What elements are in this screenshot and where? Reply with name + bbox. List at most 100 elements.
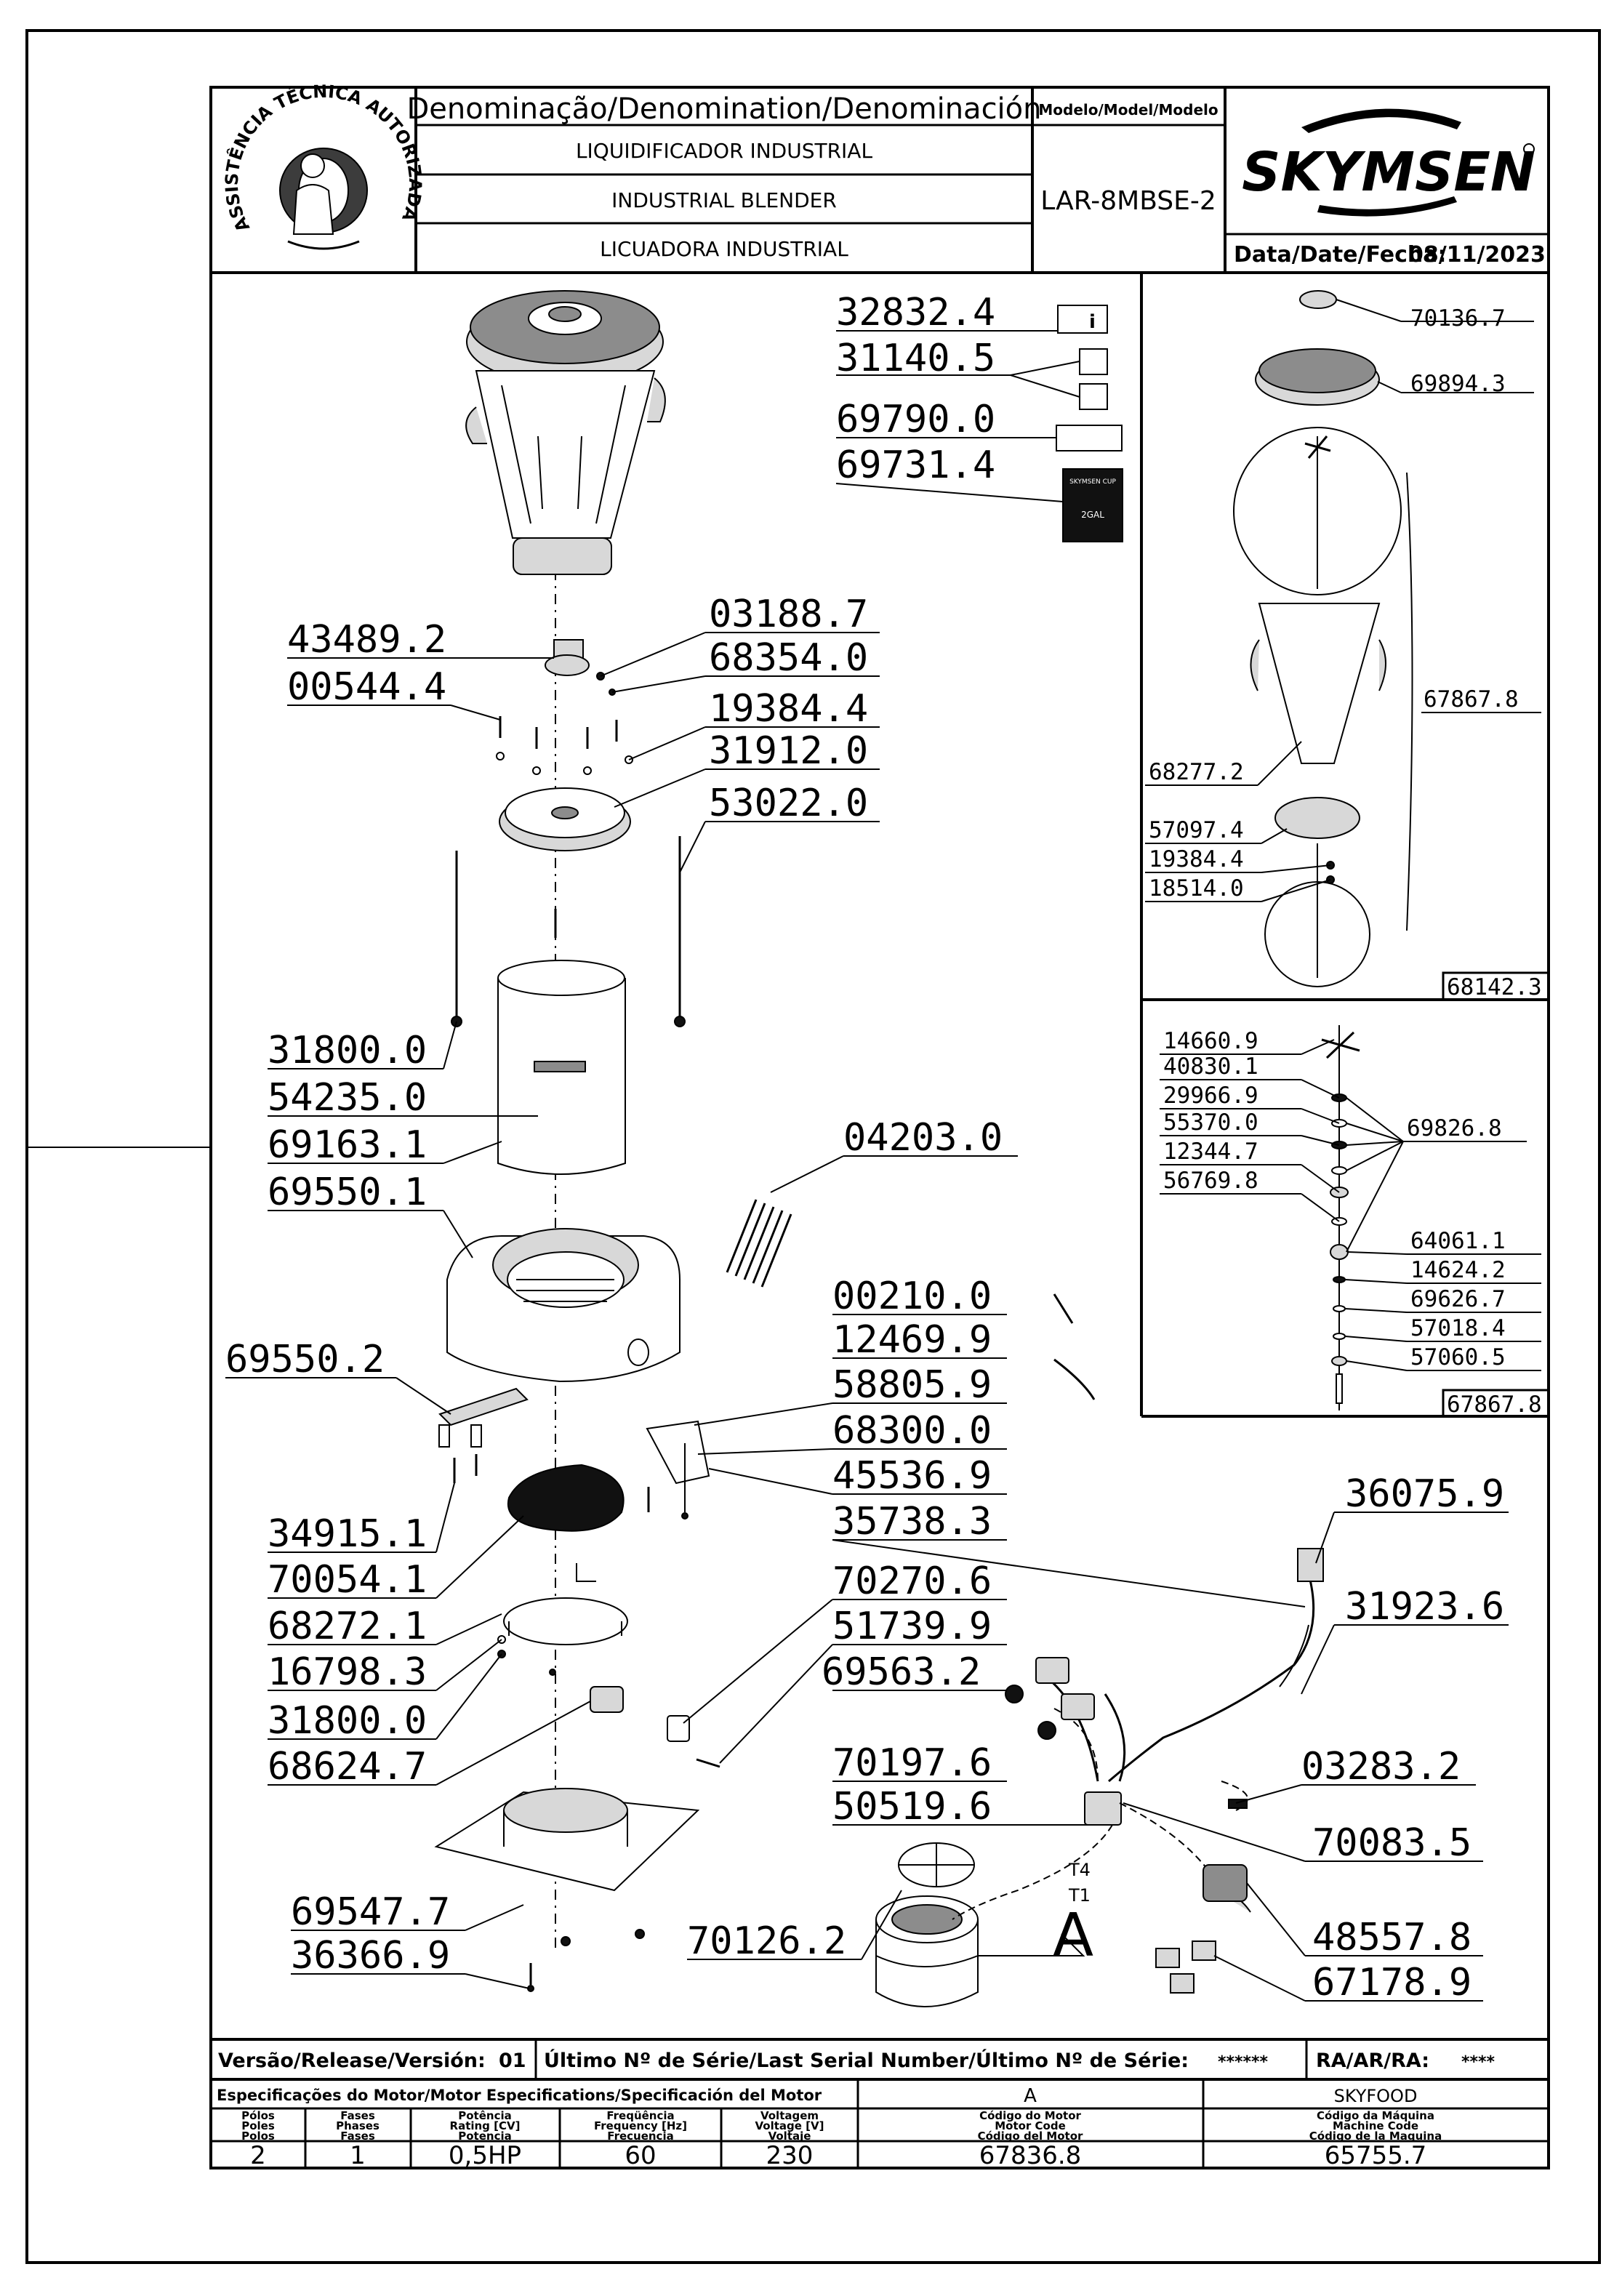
footer-table: Versão/Release/Versión: 01 Último Nº de …	[211, 2038, 1549, 2170]
panel-1-drawing	[1233, 290, 1413, 987]
part-48557-8: 48557.8	[1312, 1916, 1472, 1959]
hdr-phases-1: Fases	[340, 2109, 375, 2122]
part-57060-5: 57060.5	[1410, 1344, 1506, 1370]
box2-code: 67867.8	[1447, 1392, 1542, 1418]
detail-panels: 68142.3 67867.8	[1140, 273, 1550, 1418]
wire-t1-label: T1	[1068, 1885, 1091, 1906]
part-31923-6: 31923.6	[1345, 1585, 1504, 1629]
part-31912-0: 31912.0	[709, 729, 868, 773]
part-31800-0-b: 31800.0	[268, 1699, 427, 1743]
hdr-power-3: Potencia	[458, 2130, 511, 2143]
part-00544-4: 00544.4	[287, 665, 446, 709]
serial-value: ******	[1218, 2053, 1269, 2071]
val-machine-code: 65755.7	[1325, 2141, 1427, 2170]
hdr-motor-code-2: Motor Code	[995, 2119, 1066, 2132]
brand-name: SKYMSEN	[1242, 141, 1535, 204]
val-frequency: 60	[625, 2141, 656, 2170]
hdr-phases-3: Fases	[340, 2130, 375, 2143]
date-label: Data/Date/Fecha:	[1234, 242, 1447, 268]
part-55370-0: 55370.0	[1163, 1109, 1258, 1136]
top-plate	[499, 787, 631, 851]
inner-border	[209, 86, 1550, 2169]
part-69790-0: 69790.0	[836, 398, 995, 441]
exploded-view: i SKYMSEN CUP 2GAL	[434, 290, 1324, 2007]
part-32832-4: 32832.4	[836, 291, 995, 334]
serial-label: Último Nº de Série/Last Serial Number/Úl…	[544, 2049, 1189, 2072]
part-70083-5: 70083.5	[1312, 1821, 1472, 1865]
denomination-label: Denominação/Denomination/Denominación	[406, 92, 1041, 126]
part-69163-1: 69163.1	[268, 1123, 427, 1167]
doc-icons: i SKYMSEN CUP 2GAL	[1056, 305, 1123, 542]
part-19384-4-detail: 19384.4	[1149, 846, 1244, 872]
box1-code: 68142.3	[1447, 974, 1542, 1000]
part-19384-4: 19384.4	[709, 687, 868, 731]
part-64061-1: 64061.1	[1410, 1228, 1506, 1254]
part-68300-0: 68300.0	[832, 1409, 992, 1453]
hdr-machine-code-1: Código da Máquina	[1317, 2109, 1434, 2122]
part-68272-1: 68272.1	[268, 1605, 427, 1648]
part-67867-8-a: 67867.8	[1424, 686, 1519, 713]
part-56769-8: 56769.8	[1163, 1168, 1258, 1194]
view-a-arrow	[978, 1933, 1085, 1956]
panel-2-drawing	[1321, 1025, 1360, 1410]
jar-cup	[465, 370, 666, 575]
part-54235-0: 54235.0	[268, 1076, 427, 1120]
part-57018-4: 57018.4	[1410, 1315, 1506, 1341]
part-70197-6: 70197.6	[832, 1741, 992, 1785]
hdr-poles-2: Poles	[241, 2119, 275, 2132]
base-housing	[446, 1228, 680, 1383]
hdr-freq-3: Frecuencia	[607, 2130, 673, 2143]
info-icon: i	[1089, 311, 1096, 333]
hdr-power-2: Rating [CV]	[450, 2119, 521, 2132]
part-35738-3: 35738.3	[832, 1500, 992, 1544]
hdr-poles-1: Pólos	[241, 2109, 275, 2122]
part-58805-9: 58805.9	[832, 1363, 992, 1407]
release-value: 01	[499, 2050, 526, 2072]
hdr-phases-2: Phases	[336, 2119, 380, 2132]
capacitor	[549, 1669, 720, 1768]
motor	[875, 1842, 979, 2007]
hdr-machine-code-2: Machine Code	[1333, 2119, 1418, 2132]
title-block: Denominação/Denomination/Denominación LI…	[211, 81, 1549, 274]
hdr-power-1: Potência	[458, 2109, 511, 2122]
part-50519-6: 50519.6	[832, 1785, 992, 1829]
ra-label: RA/AR/RA:	[1316, 2050, 1429, 2072]
part-31140-5: 31140.5	[836, 337, 995, 380]
part-36366-9: 36366.9	[291, 1934, 450, 1978]
screws	[496, 716, 633, 775]
part-00210-0: 00210.0	[832, 1275, 992, 1318]
part-69626-7: 69626.7	[1410, 1286, 1506, 1312]
part-18514-0: 18514.0	[1149, 875, 1244, 902]
sticker-capacity: 2GAL	[1081, 510, 1104, 520]
part-68277-2: 68277.2	[1149, 759, 1244, 785]
switch-bracket	[646, 1420, 710, 1520]
part-68354-0: 68354.0	[709, 636, 868, 680]
part-53022-0: 53022.0	[709, 782, 868, 825]
motor-letter: A	[1024, 2085, 1037, 2107]
hdr-machine-code-3: Código de la Maquina	[1309, 2130, 1442, 2143]
part-04203-0: 04203.0	[843, 1116, 1003, 1160]
part-14624-2: 14624.2	[1410, 1257, 1506, 1283]
part-67178-9: 67178.9	[1312, 1961, 1472, 2004]
name-en: INDUSTRIAL BLENDER	[611, 188, 837, 212]
part-51739-9: 51739.9	[832, 1605, 992, 1648]
part-29966-9: 29966.9	[1163, 1083, 1258, 1109]
val-poles: 2	[250, 2141, 266, 2170]
hdr-freq-2: Frequency [Hz]	[594, 2119, 687, 2132]
part-12344-7: 12344.7	[1163, 1139, 1258, 1165]
sticker-brand: SKYMSEN CUP	[1069, 478, 1116, 486]
skymsen-logo: SKYMSEN	[1242, 108, 1535, 217]
part-70270-6: 70270.6	[832, 1560, 992, 1603]
hdr-voltage-2: Voltage [V]	[755, 2119, 824, 2132]
part-14660-9: 14660.9	[1163, 1028, 1258, 1054]
part-43489-2: 43489.2	[287, 618, 446, 662]
part-34915-1: 34915.1	[268, 1512, 427, 1556]
val-motor-code: 67836.8	[979, 2141, 1082, 2170]
part-03283-2: 03283.2	[1301, 1745, 1461, 1789]
part-12469-9: 12469.9	[832, 1318, 992, 1362]
val-voltage: 230	[766, 2141, 814, 2170]
connectors	[1155, 1940, 1216, 1994]
part-70136-7: 70136.7	[1410, 305, 1506, 332]
part-16798-3: 16798.3	[268, 1650, 427, 1694]
val-phases: 1	[350, 2141, 366, 2170]
